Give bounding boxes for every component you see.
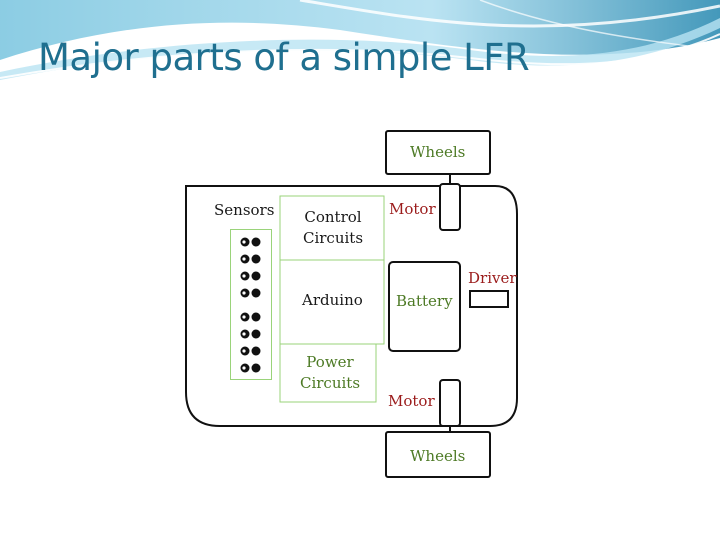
sensors-label: Sensors xyxy=(214,201,275,219)
battery-label: Battery xyxy=(396,291,453,312)
driver-shape xyxy=(469,290,509,308)
power-circuits-label: Power Circuits xyxy=(299,353,361,392)
control-circuits-box xyxy=(279,195,385,261)
arduino-label: Arduino xyxy=(302,291,363,309)
motor-bottom-shape xyxy=(439,379,461,427)
control-circuits-label: Control Circuits xyxy=(302,208,364,247)
driver-label: Driver xyxy=(468,269,517,287)
motor-bottom-label: Motor xyxy=(388,391,435,412)
header-swoosh-decoration xyxy=(0,0,720,80)
arduino-box xyxy=(279,259,385,345)
wheels-bottom-label: Wheels xyxy=(410,447,466,465)
wheels-bottom-box xyxy=(385,431,491,478)
motor-top-shape xyxy=(439,183,461,231)
sensor-array-icon xyxy=(240,237,261,373)
robot-chassis xyxy=(185,185,518,427)
wheels-top-box xyxy=(385,130,491,175)
wheels-top-label: Wheels xyxy=(410,143,466,161)
power-circuits-box xyxy=(279,343,377,403)
slide-title: Major parts of a simple LFR xyxy=(38,36,530,79)
sensor-array-frame xyxy=(230,229,272,380)
motor-top-label: Motor xyxy=(389,199,436,220)
